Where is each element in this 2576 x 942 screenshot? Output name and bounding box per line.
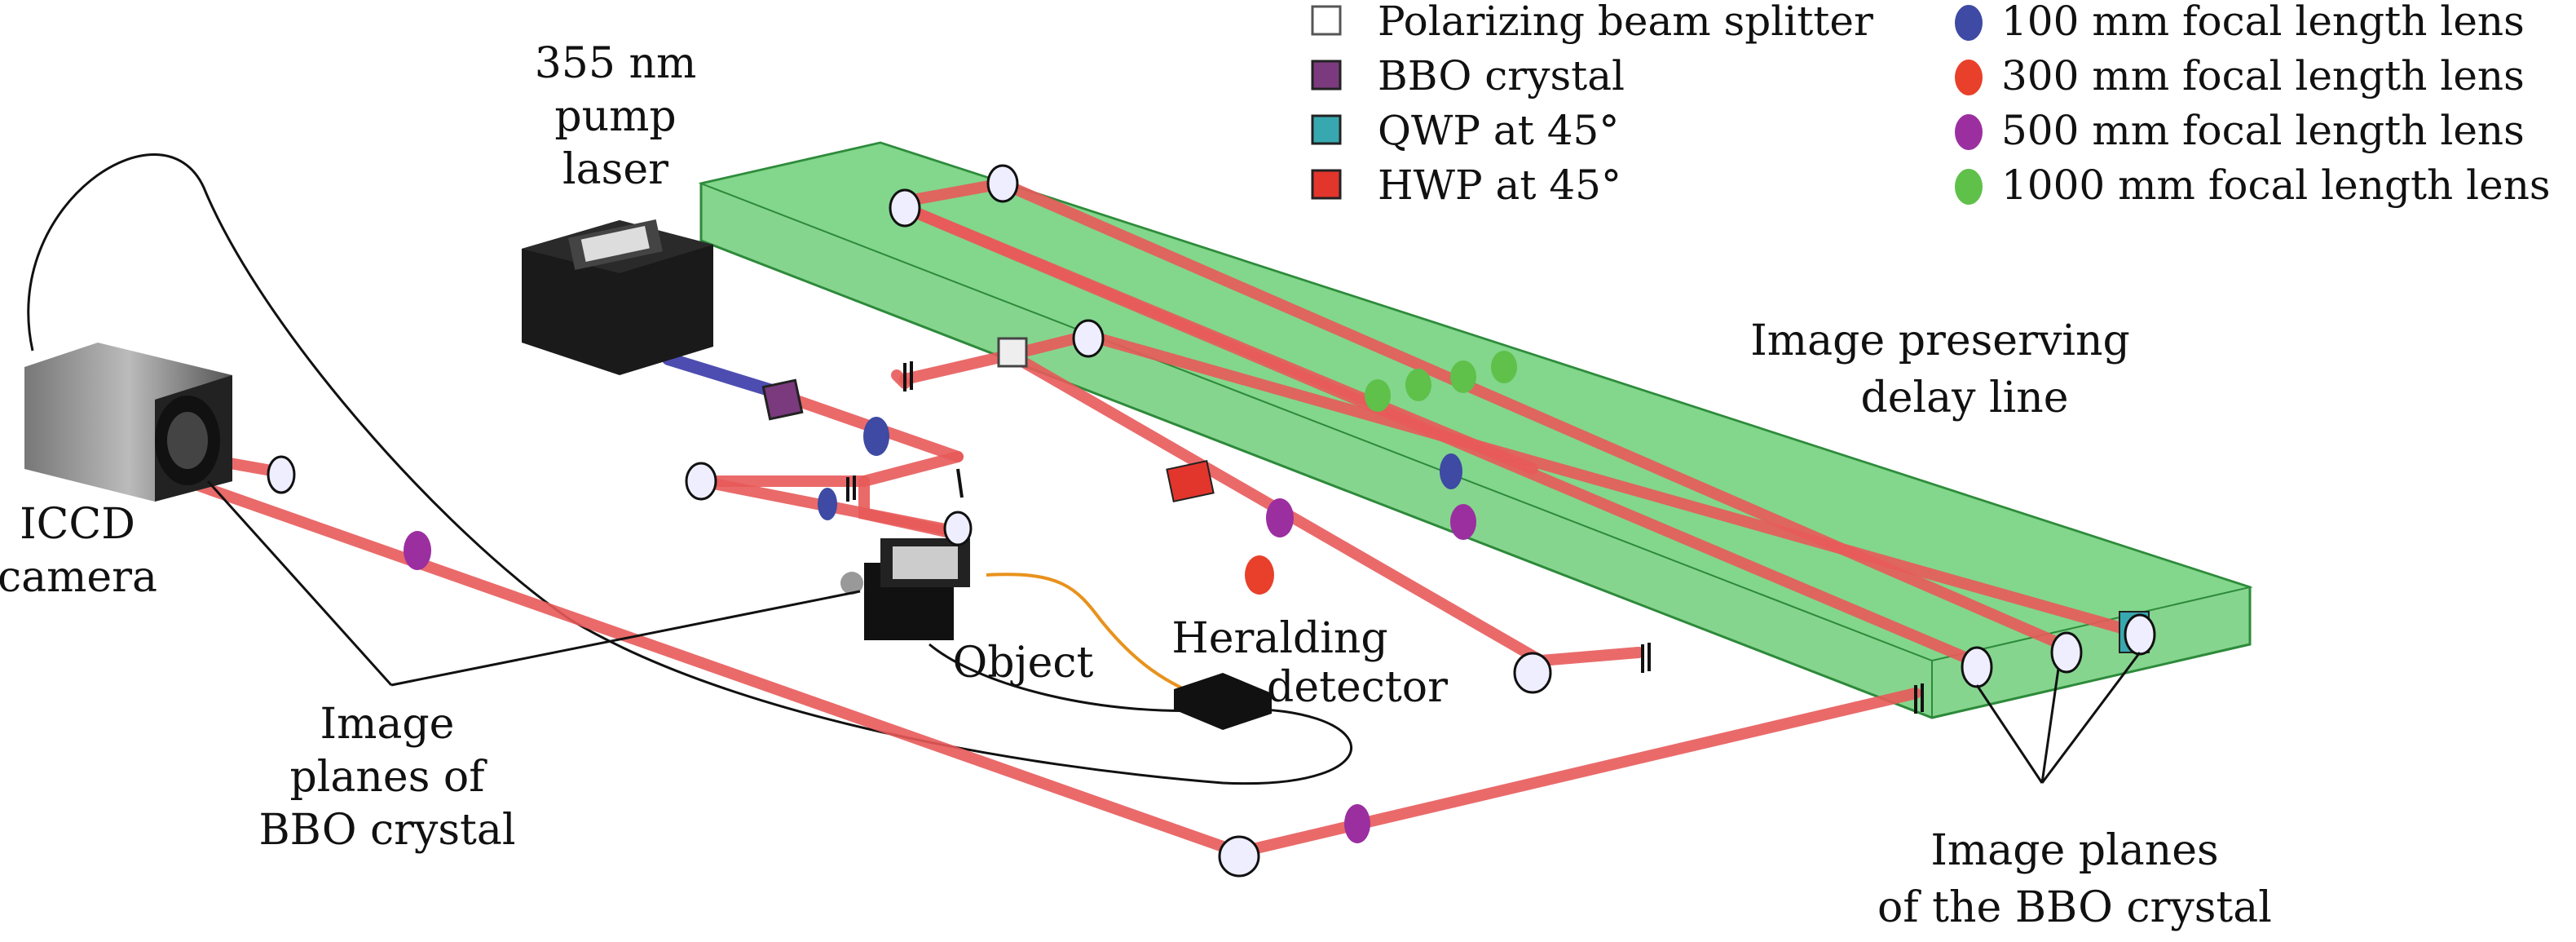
pump-laser	[522, 219, 713, 375]
object-stage	[840, 538, 970, 640]
hwp-legend-icon	[1311, 169, 1342, 200]
planes-right-label-1: Image planes	[1930, 826, 2218, 875]
lens500-legend-icon	[1955, 114, 1983, 150]
lens100-legend-icon	[1955, 5, 1983, 41]
planes-right-label-2: of the BBO crystal	[1877, 883, 2272, 932]
planes-left-label-3: BBO crystal	[258, 806, 515, 855]
bbo-legend-icon	[1311, 60, 1342, 91]
planes-left-label-1: Image	[320, 700, 455, 749]
camera-label-1: ICCD	[20, 500, 135, 549]
legend-bbo: BBO crystal	[1378, 52, 1625, 100]
legend-lens1000: 1000 mm focal length lens	[2001, 161, 2551, 209]
pointer-lines	[206, 480, 2142, 784]
legend: Polarizing beam splitter BBO crystal QWP…	[1311, 0, 2551, 209]
legend-qwp: QWP at 45°	[1378, 107, 1619, 154]
legend-lens500: 500 mm focal length lens	[2001, 107, 2525, 154]
planes-left-label-2: planes of	[290, 753, 488, 802]
lens1000-legend-icon	[1955, 169, 1983, 205]
labels: 355 nm pump laser ICCD camera Object Her…	[0, 39, 2272, 932]
herald-label-1: Heralding	[1171, 614, 1387, 663]
bbo-crystal	[761, 378, 804, 421]
components	[267, 164, 2156, 878]
pbs-legend-icon	[1311, 5, 1342, 36]
delay-label-2: delay line	[1860, 374, 2068, 422]
pump-label-3: laser	[562, 145, 668, 194]
delay-label-1: Image preserving	[1750, 316, 2129, 365]
fibre	[986, 573, 1215, 703]
pbs	[997, 337, 1028, 368]
legend-lens100: 100 mm focal length lens	[2001, 0, 2525, 45]
legend-lens300: 300 mm focal length lens	[2001, 52, 2525, 100]
legend-pbs: Polarizing beam splitter	[1378, 0, 1873, 45]
legend-hwp: HWP at 45°	[1378, 161, 1621, 209]
lens300-legend-icon	[1955, 60, 1983, 95]
iccd-camera	[24, 343, 232, 502]
object-label: Object	[953, 639, 1094, 688]
camera-label-2: camera	[0, 553, 157, 602]
pump-label-1: 355 nm	[535, 39, 697, 88]
hwp	[1166, 460, 1215, 502]
qwp-legend-icon	[1311, 114, 1342, 145]
pump-label-2: pump	[554, 92, 676, 141]
heralding-detector	[1174, 673, 1272, 730]
herald-label-2: detector	[1267, 663, 1448, 712]
